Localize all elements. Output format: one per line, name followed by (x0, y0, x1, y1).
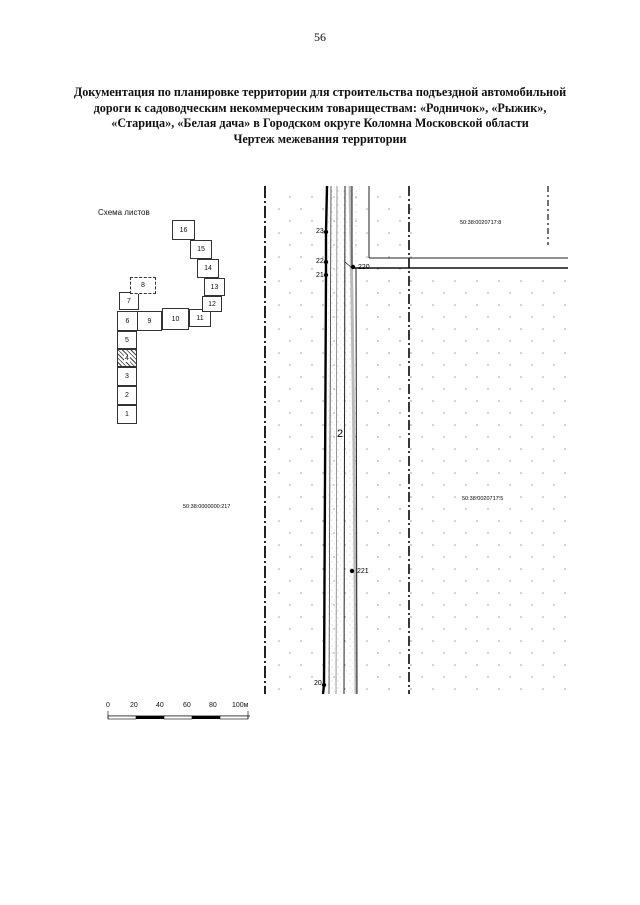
sheet-15: 15 (190, 240, 212, 259)
boundary-point-22 (323, 259, 329, 265)
cadastral-number-mid-right: 50:38:0020717:5 (462, 496, 503, 502)
road-line-2 (335, 185, 338, 695)
parcel-number-label: 2 (337, 428, 343, 440)
title-line-4: Чертеж межевания территории (233, 131, 407, 146)
boundary-point-23 (323, 229, 329, 235)
point-label-221: 221 (357, 568, 369, 575)
sheet-1: 1 (117, 405, 137, 424)
sheet-14: 14 (197, 259, 219, 278)
title-line-3: «Старица», «Белая дача» в Городском окру… (111, 116, 529, 130)
scale-bar-labels: 0 20 40 60 80 100м (0, 702, 640, 714)
boundary-point-20 (321, 682, 327, 688)
point-label-23: 23 (316, 228, 324, 235)
sheet-7: 7 (119, 292, 139, 310)
scale-label-60: 60 (183, 702, 191, 709)
road-shading (348, 185, 358, 695)
sheet-12: 12 (202, 296, 222, 312)
scale-label-100: 100м (232, 702, 249, 709)
point-label-22: 22 (316, 258, 324, 265)
sheet-3: 3 (117, 367, 137, 386)
sheet-10: 10 (162, 308, 189, 330)
sheet-6: 6 (117, 311, 138, 331)
point-label-20: 20 (314, 680, 322, 687)
boundary-point-220 (350, 264, 356, 270)
dotted-territory-right (372, 270, 568, 694)
point-label-21: 21 (316, 272, 324, 279)
road-line-5 (355, 267, 358, 695)
sheet-scheme-label: Схема листов (98, 208, 150, 217)
sheet-2: 2 (117, 386, 137, 405)
cadastral-number-left: 50:38:0000000:217 (183, 504, 230, 510)
cadastral-number-top-right: 50:38:0020717:8 (460, 220, 501, 226)
scale-label-20: 20 (130, 702, 138, 709)
sheet-4: 4 (117, 349, 137, 367)
road-line-3 (343, 185, 346, 695)
sheet-8: 8 (130, 277, 156, 294)
sheet-13: 13 (204, 278, 225, 296)
title-line-1: Документация по планировке территории дл… (73, 85, 567, 99)
sheet-9: 9 (137, 311, 162, 331)
scale-bar (107, 711, 250, 720)
boundary-point-221 (349, 568, 355, 574)
scale-label-0: 0 (106, 702, 110, 709)
sheet-11: 11 (189, 309, 211, 327)
page-number: 56 (314, 30, 326, 44)
sheet-5: 5 (117, 331, 137, 349)
scale-label-80: 80 (209, 702, 217, 709)
scale-label-40: 40 (156, 702, 164, 709)
point-label-220: 220 (358, 264, 370, 271)
document-title: Документация по планировке территории дл… (40, 85, 600, 147)
boundary-point-21 (323, 272, 329, 278)
road-line-1 (328, 185, 332, 695)
title-line-2: дороги к садоводческим некоммерческим то… (93, 100, 547, 115)
sheet-16: 16 (172, 220, 195, 240)
